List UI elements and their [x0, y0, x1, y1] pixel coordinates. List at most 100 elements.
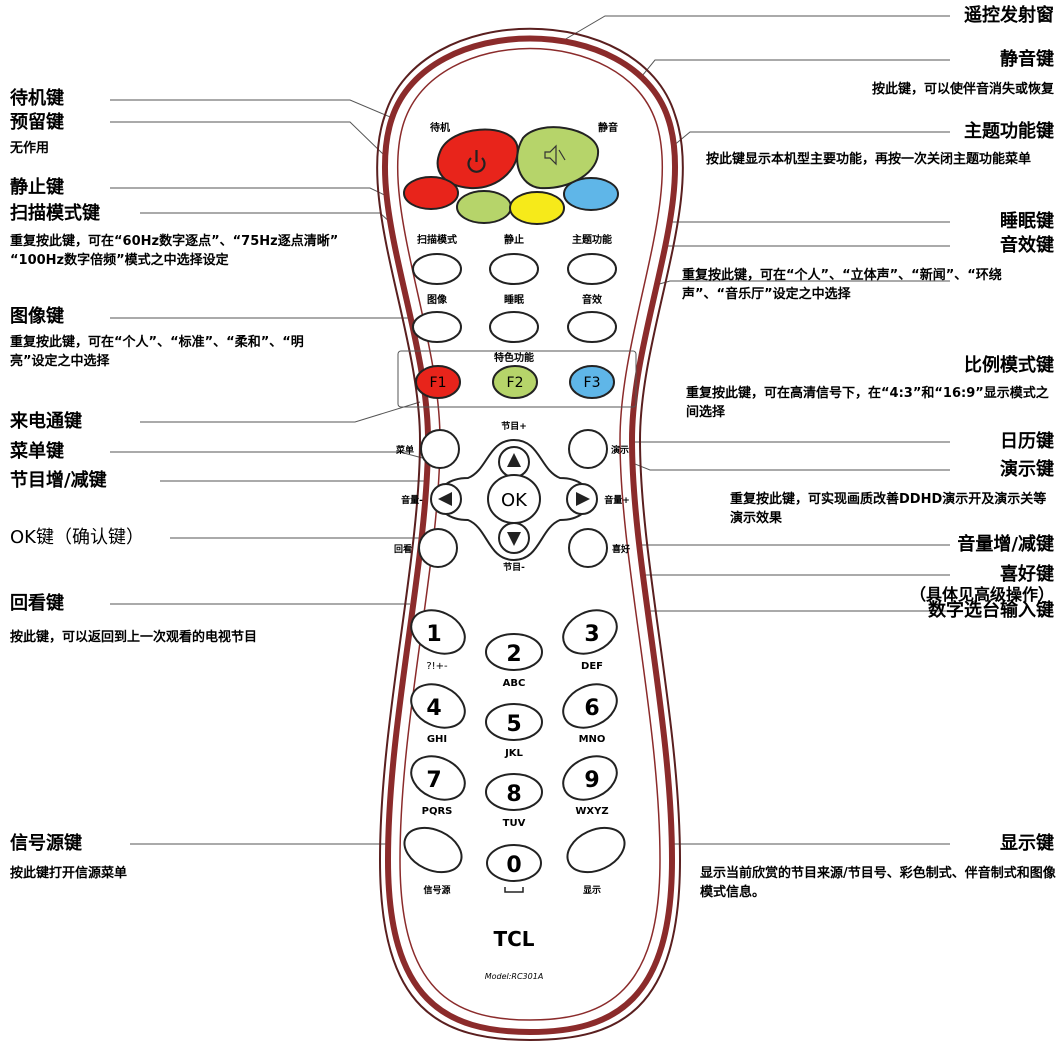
source-label: 信号源 [423, 884, 450, 896]
up-arrow-icon [507, 453, 521, 467]
display-key-desc: 显示当前欣赏的节目来源/节目号、彩色制式、伴音制式和图像模式信息。 [700, 866, 1056, 900]
still-label: 静止 [504, 233, 524, 246]
recall-key-title: 回看键 [10, 593, 64, 614]
digit-7-sub: PQRS [422, 806, 453, 817]
recall-button[interactable] [418, 528, 458, 568]
sound-key-desc: 重复按此键，可在“个人”、“立体声”、“新闻”、“环绕声”、“音乐厅”设定之中选… [682, 268, 1002, 302]
recall-label: 回看 [394, 543, 412, 555]
mute-button[interactable] [516, 126, 600, 190]
menu-key-title: 菜单键 [10, 441, 64, 462]
scan-mode-button[interactable] [412, 253, 462, 285]
still-key-title: 静止键 [10, 177, 64, 198]
ir-window-title: 遥控发射窗 [964, 5, 1054, 26]
aspect-key-title: 比例模式键 [964, 355, 1054, 376]
f3-button[interactable] [569, 365, 615, 399]
demo-button[interactable] [568, 429, 608, 469]
digit-7-button[interactable] [404, 748, 472, 808]
digit-4-button[interactable] [404, 676, 472, 736]
model-number: Model:RC301A [485, 972, 544, 981]
aspect-key-desc: 重复按此键，可在高清信号下，在“4:3”和“16:9”显示模式之间选择 [686, 386, 1049, 420]
ok-button[interactable] [487, 474, 541, 524]
down-arrow-icon [507, 532, 521, 546]
digit-6-label: 6 [584, 696, 599, 721]
leader-line [140, 401, 421, 423]
digit-2-sub: ABC [503, 678, 526, 689]
mute-key-title: 静音键 [1000, 49, 1054, 70]
source-key-desc: 按此键打开信源菜单 [10, 866, 128, 881]
scan-mode-key-desc: 重复按此键，可在“60Hz数字逐点”、“75Hz逐点清晰” “100Hz数字倍频… [10, 234, 339, 268]
sound-button[interactable] [567, 311, 617, 343]
picture-label: 图像 [427, 293, 448, 306]
source-button[interactable] [397, 819, 468, 881]
favorite-button[interactable] [568, 528, 608, 568]
digit-2-button[interactable] [485, 633, 543, 671]
prog-down-label: 节目- [503, 561, 525, 573]
reserved-key-title: 预留键 [10, 112, 64, 133]
mute-key-desc: 按此键，可以使伴音消失或恢复 [871, 82, 1054, 97]
special-label: 特色功能 [494, 351, 534, 364]
vol-down-label: 音量- [401, 494, 423, 506]
reserved-key-desc: 无作用 [10, 141, 50, 156]
digit-5-button[interactable] [485, 703, 543, 741]
digit-0-button[interactable] [486, 844, 542, 882]
remote-outer-edge [376, 27, 684, 1042]
digit-8-button[interactable] [485, 773, 543, 811]
source-key-title: 信号源键 [10, 833, 82, 854]
f2-button[interactable] [492, 365, 538, 399]
prog-up-label: 节目+ [501, 420, 527, 432]
digit-9-label: 9 [584, 768, 599, 793]
menu-label: 菜单 [395, 444, 414, 456]
channel-key-title: 节目增/减键 [10, 470, 107, 491]
demo-key-desc: 重复按此键，可实现画质改善DDHD演示开及演示关等演示效果 [730, 492, 1047, 526]
digit-5-label: 5 [506, 712, 521, 737]
digit-1-button[interactable] [404, 602, 472, 662]
digit-key-title: 数字选台输入键 [928, 600, 1054, 621]
call-key-title: 来电通键 [10, 411, 82, 432]
favorite-key-title: 喜好键 [1000, 564, 1054, 585]
ok-key-title: OK键（确认键） [10, 527, 144, 548]
picture-button[interactable] [412, 311, 462, 343]
theme-key-desc: 按此键显示本机型主要功能，再按一次关闭主题功能菜单 [706, 152, 1032, 167]
digit-0-bracket [504, 887, 524, 893]
yellow-button[interactable] [509, 191, 565, 225]
standby-label: 待机 [430, 121, 450, 134]
right-arrow-icon [576, 492, 590, 506]
digit-6-button[interactable] [556, 676, 624, 736]
digit-2-label: 2 [506, 642, 521, 667]
left-arrow-icon [438, 492, 452, 506]
f1-button[interactable] [415, 365, 461, 399]
digit-8-sub: TUV [503, 818, 526, 829]
red-button[interactable] [403, 176, 459, 210]
brand-logo: TCL [493, 927, 534, 951]
digit-6-sub: MNO [579, 734, 606, 745]
green-button[interactable] [456, 190, 512, 224]
vol-up-label: 音量+ [604, 494, 630, 506]
f2-label: F2 [507, 375, 524, 391]
digit-9-button[interactable] [556, 748, 624, 808]
ok-label: OK [501, 490, 528, 511]
theme-button[interactable] [567, 253, 617, 285]
digit-1-label: 1 [426, 622, 441, 647]
display-button[interactable] [560, 819, 631, 881]
digit-3-button[interactable] [556, 602, 624, 662]
sleep-button[interactable] [489, 311, 539, 343]
still-button[interactable] [489, 253, 539, 285]
scan-mode-key-title: 扫描模式键 [10, 203, 100, 224]
blue-button[interactable] [563, 177, 619, 211]
scan-label: 扫描模式 [417, 233, 457, 246]
speaker-mute-icon [544, 144, 566, 166]
display-label: 显示 [583, 885, 601, 896]
f3-label: F3 [584, 375, 601, 391]
sound-label: 音效 [582, 293, 603, 306]
digit-9-sub: WXYZ [575, 806, 608, 817]
sound-key-title: 音效键 [1000, 235, 1054, 256]
f1-label: F1 [430, 375, 447, 391]
recall-key-desc: 按此键，可以返回到上一次观看的电视节目 [10, 630, 258, 645]
special-function-box [397, 350, 637, 408]
favorite-label: 喜好 [612, 543, 630, 555]
digit-5-sub: JKL [504, 748, 523, 759]
menu-button[interactable] [420, 429, 460, 469]
power-icon [467, 150, 486, 173]
theme-key-title: 主题功能键 [964, 121, 1054, 142]
